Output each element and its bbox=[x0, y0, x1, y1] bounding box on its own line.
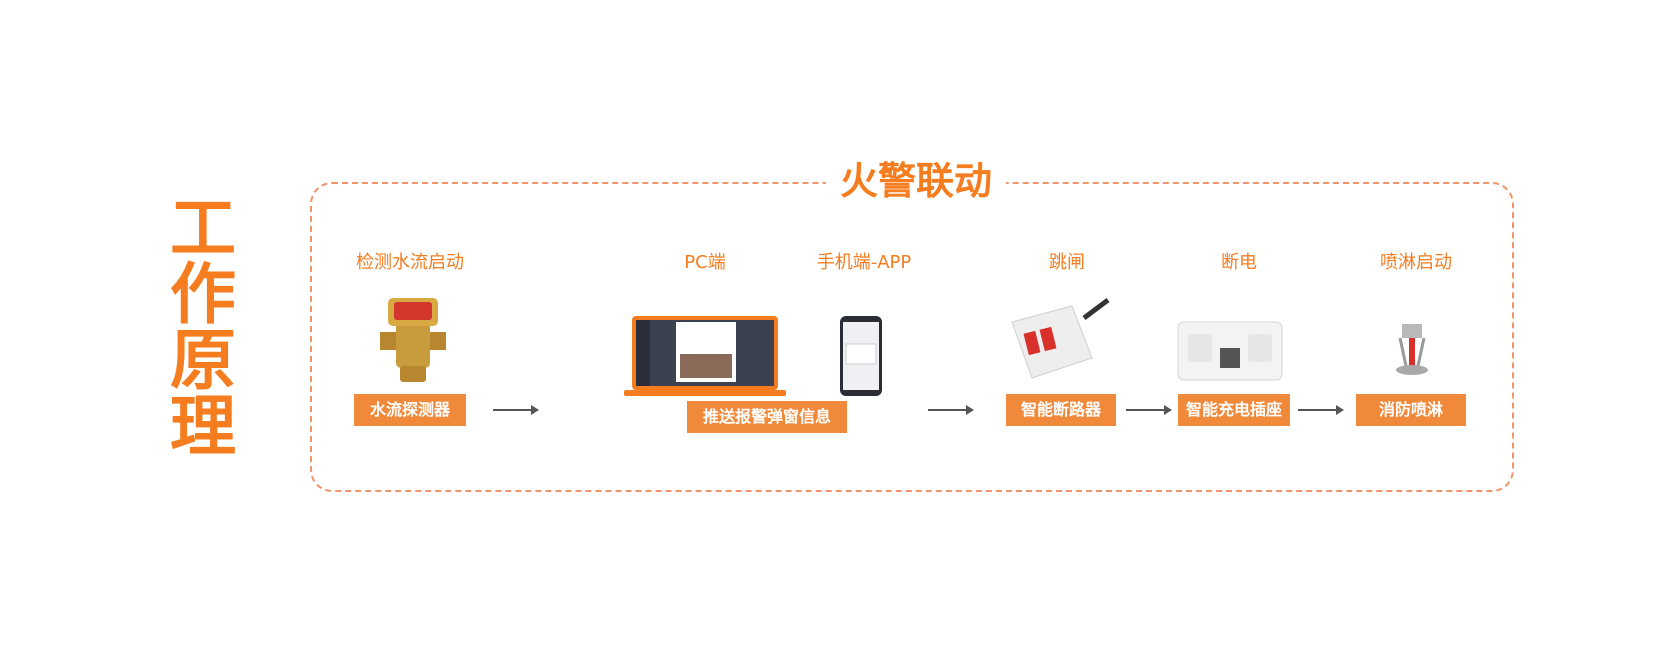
frame-title: 火警联动 bbox=[826, 156, 1006, 206]
tag-flow-detector: 水流探测器 bbox=[354, 394, 466, 426]
stage-label-pc: PC端 bbox=[684, 252, 726, 273]
smart-socket-image bbox=[1177, 321, 1283, 381]
stage-label-trip: 跳闸 bbox=[1049, 252, 1085, 273]
tag-fire-sprinkler: 消防喷淋 bbox=[1356, 394, 1466, 426]
stage-label-detect: 检测水流启动 bbox=[356, 252, 464, 273]
arrow-3 bbox=[1126, 405, 1172, 415]
linkage-frame bbox=[310, 182, 1514, 492]
arrow-2 bbox=[928, 405, 974, 415]
stage-label-sprinkler: 喷淋启动 bbox=[1380, 252, 1452, 273]
smart-breaker-image bbox=[1011, 298, 1110, 379]
stage-label-power-off: 断电 bbox=[1221, 252, 1257, 273]
arrow-4 bbox=[1298, 405, 1344, 415]
tag-socket: 智能充电插座 bbox=[1178, 394, 1290, 426]
stage-label-app: 手机端-APP bbox=[816, 252, 912, 273]
laptop-image bbox=[624, 316, 786, 396]
tag-push-alert: 推送报警弹窗信息 bbox=[687, 401, 847, 433]
arrow-1 bbox=[493, 405, 539, 415]
side-title: 工作原理 bbox=[170, 190, 236, 465]
water-flow-detector-image bbox=[380, 298, 446, 382]
phone-image bbox=[840, 316, 882, 396]
tag-breaker: 智能断路器 bbox=[1006, 394, 1116, 426]
sprinkler-image bbox=[1396, 324, 1428, 375]
